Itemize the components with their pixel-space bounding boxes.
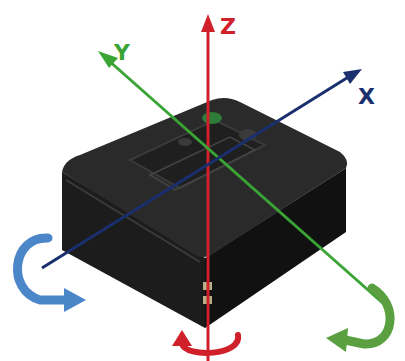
axis-label: Z [220,16,236,38]
axis-label: Y [114,42,130,64]
axis-label: X [358,86,375,108]
device [62,98,347,328]
